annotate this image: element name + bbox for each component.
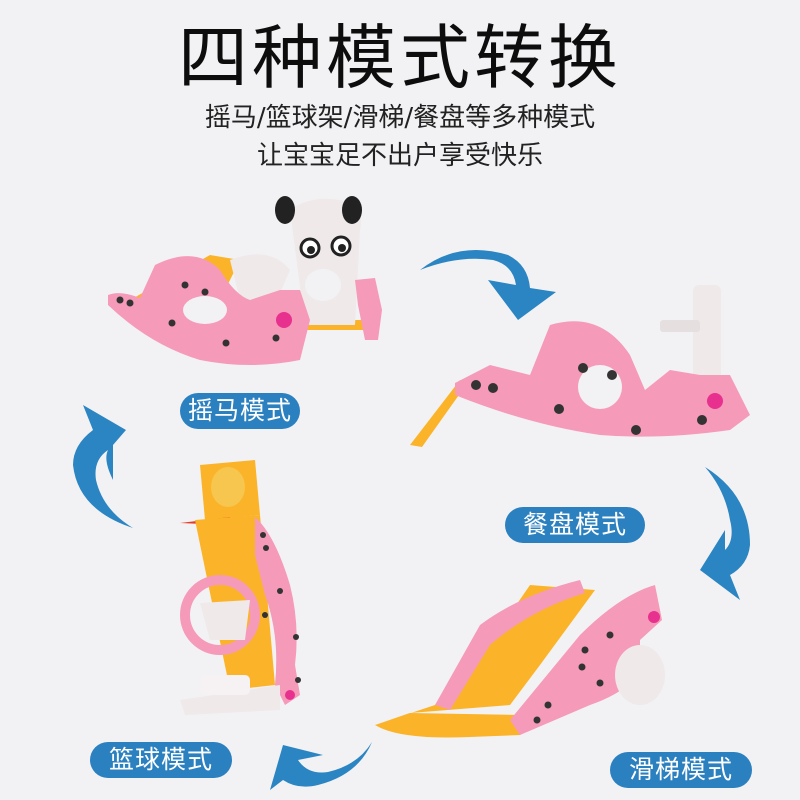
basketball-hoop-product-image bbox=[180, 460, 301, 715]
subtitle-modes: 摇马/篮球架/滑梯/餐盘等多种模式 bbox=[204, 103, 596, 133]
mode-badge-slide: 滑梯模式 bbox=[610, 752, 752, 788]
page-title: 四种模式转换 bbox=[178, 17, 622, 99]
mode-badge-dining-tray: 餐盘模式 bbox=[505, 507, 645, 543]
slide-product-image bbox=[375, 580, 665, 738]
mode-badge-basketball: 篮球模式 bbox=[90, 742, 232, 778]
curved-arrow-up-icon bbox=[73, 405, 133, 528]
curved-arrow-right-icon bbox=[420, 250, 556, 320]
rocking-horse-product-image bbox=[108, 196, 382, 365]
subtitle-tagline: 让宝宝足不出户享受快乐 bbox=[256, 141, 543, 171]
mode-badge-rocking-horse: 摇马模式 bbox=[180, 393, 300, 429]
curved-arrow-left-icon bbox=[270, 742, 372, 790]
curved-arrow-down-icon bbox=[700, 467, 750, 600]
dining-tray-product-image bbox=[410, 285, 750, 447]
